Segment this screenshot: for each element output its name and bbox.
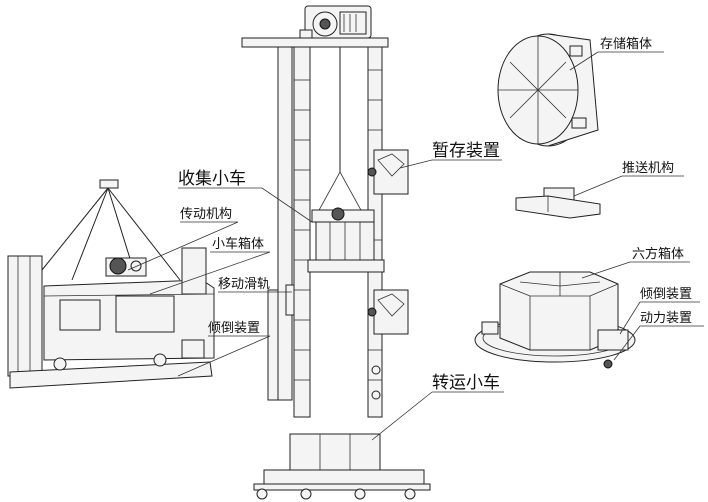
central-tower [241, 5, 409, 418]
label-hexagonal-box: 六方箱体 [632, 246, 684, 262]
moving-rail-plate [267, 289, 279, 401]
collector-cart-in-tower [307, 207, 385, 273]
transfer-cart [253, 433, 431, 500]
left-column-outer [277, 46, 293, 401]
storage-box [497, 33, 599, 147]
roller [371, 365, 381, 375]
label-power-device: 动力装置 [640, 311, 692, 326]
transmission-gear [105, 257, 147, 277]
push-mechanism [515, 187, 601, 219]
sling [317, 171, 363, 213]
leader-lines [127, 51, 704, 441]
temp-storage-lower [367, 289, 409, 335]
rail-guide [285, 284, 295, 316]
collector-cart-left [7, 179, 215, 389]
label-collector-cart: 收集小车 [178, 169, 246, 189]
left-column-inner [293, 46, 311, 418]
label-cart-box: 小车箱体 [212, 236, 264, 252]
label-tilting-device-right: 倾倒装置 [640, 287, 692, 302]
label-tilting-device-left: 倾倒装置 [208, 321, 260, 336]
roller [371, 390, 381, 400]
label-push-mechanism: 推送机构 [622, 161, 674, 176]
label-storage-box: 存储箱体 [600, 36, 652, 52]
label-transfer-cart: 转运小车 [432, 373, 500, 393]
label-transmission: 传动机构 [180, 207, 232, 222]
hexagonal-box [474, 271, 636, 369]
label-temporary-storage: 暂存装置 [432, 141, 500, 161]
label-moving-rail: 移动滑轨 [218, 277, 270, 292]
temp-storage-upper [367, 149, 409, 195]
hoist-motor [299, 5, 372, 39]
top-beam [241, 37, 389, 48]
left-column-rungs [294, 79, 310, 381]
